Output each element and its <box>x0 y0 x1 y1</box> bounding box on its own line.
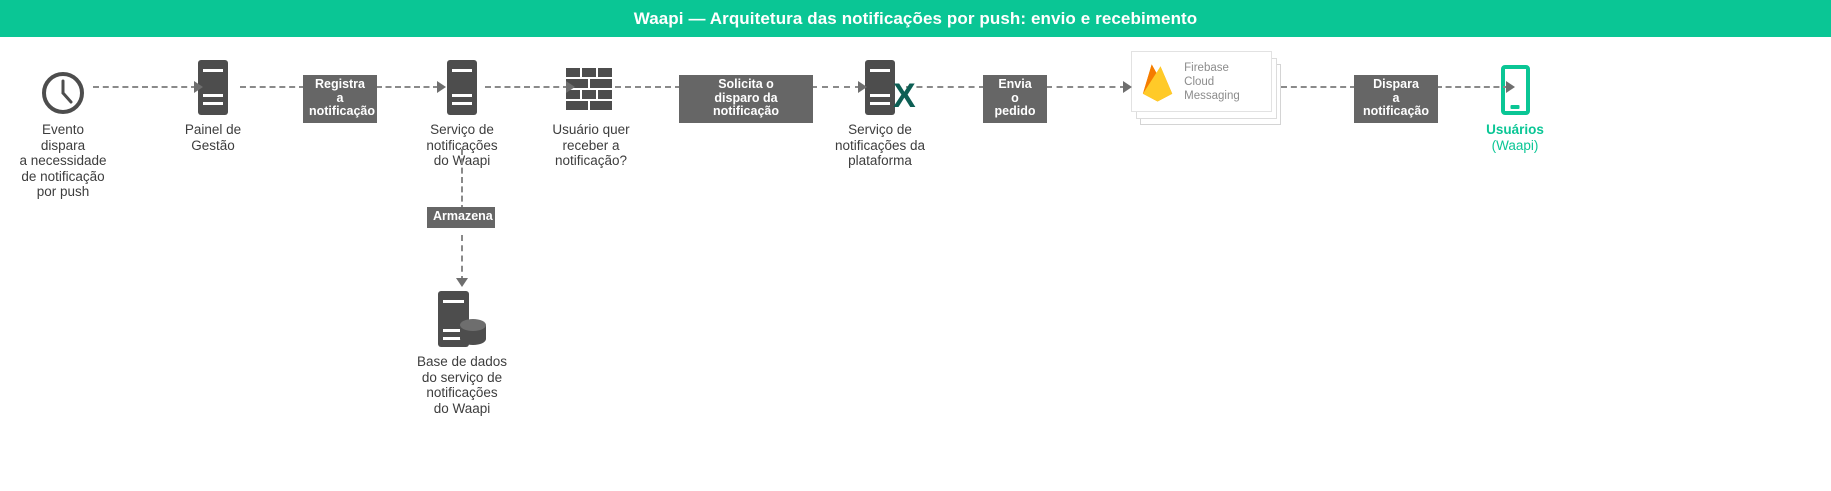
database-cylinder-icon <box>460 319 486 345</box>
brick-wall-icon <box>566 68 616 115</box>
phone-icon <box>1500 65 1530 115</box>
edge-dispara-usuarios <box>1436 86 1509 88</box>
server-icon-wrap-waapi <box>447 59 477 115</box>
arrowhead-usuarios <box>1506 81 1515 93</box>
edge-label-solicita: Solicita o disparo da notificação <box>679 75 813 123</box>
server-icon <box>447 60 477 115</box>
arrowhead-painel <box>194 81 203 93</box>
node-servico-plataforma[interactable]: Serviço de notificações da plataforma <box>830 59 930 169</box>
edge-registra-servico-waapi <box>376 86 439 88</box>
node-label-evento: Evento dispara a necessidade de notifica… <box>19 122 107 199</box>
node-firebase-cloud-messaging[interactable]: Firebase Cloud Messaging <box>1131 51 1281 125</box>
server-icon-wrap-plataforma <box>865 59 895 115</box>
arrowhead-servico-waapi <box>437 81 446 93</box>
arrowhead-usuario-quer <box>566 81 575 93</box>
diagram-canvas: Evento dispara a necessidade de notifica… <box>0 37 1831 491</box>
edge-servico-waapi-usuario <box>485 86 569 88</box>
edge-label-dispara: Dispara a notificação <box>1354 75 1438 123</box>
firebase-logo-icon <box>1142 63 1173 102</box>
edge-label-armazena: Armazena <box>427 207 495 228</box>
arrowhead-firebase <box>1123 81 1132 93</box>
edge-envia-firebase <box>1046 86 1126 88</box>
node-label-usuario-quer: Usuário quer receber a notificação? <box>552 122 630 168</box>
edge-solicita-plataforma <box>811 86 861 88</box>
node-label-usuarios: Usuários <box>1486 122 1544 137</box>
clock-icon-wrap <box>41 59 85 115</box>
node-label-servico-plataforma: Serviço de notificações da plataforma <box>834 122 926 168</box>
node-sublabel-usuarios: (Waapi) <box>1491 137 1539 153</box>
database-icon-wrap <box>438 289 486 347</box>
clock-icon <box>42 72 84 114</box>
server-icon-wrap-painel <box>198 59 228 115</box>
node-usuarios-waapi[interactable]: Usuários (Waapi) <box>1475 59 1555 153</box>
page-title: Waapi — Arquitetura das notificações por… <box>633 8 1198 28</box>
phone-icon-wrap <box>1500 59 1530 115</box>
edge-plataforma-envia <box>906 86 985 88</box>
database-icon <box>438 291 486 347</box>
firebase-card-label: Firebase Cloud Messaging <box>1184 61 1240 102</box>
x-mark-icon: X <box>893 77 916 115</box>
edge-evento-painel <box>93 86 197 88</box>
title-bar: Waapi — Arquitetura das notificações por… <box>0 0 1831 37</box>
edge-painel-registra <box>240 86 305 88</box>
firebase-card[interactable]: Firebase Cloud Messaging <box>1131 51 1272 112</box>
edge-armazena-database <box>461 235 463 282</box>
node-evento-dispara[interactable]: Evento dispara a necessidade de notifica… <box>18 59 108 200</box>
node-label-base-dados: Base de dados do serviço de notificações… <box>416 354 508 416</box>
edge-label-envia: Envia o pedido <box>983 75 1047 123</box>
node-usuario-quer-receber[interactable]: Usuário quer receber a notificação? <box>545 59 637 169</box>
edge-usuario-solicita <box>615 86 681 88</box>
arrowhead-database <box>456 278 468 287</box>
phone-home-button-icon <box>1510 105 1520 109</box>
server-icon <box>198 60 228 115</box>
node-painel-gestao[interactable]: Painel de Gestão <box>168 59 258 153</box>
edge-servico-armazena-top <box>461 149 463 211</box>
edge-label-registra: Registra a notificação <box>303 75 377 123</box>
server-icon <box>865 60 895 115</box>
brick-wall-icon-wrap <box>566 59 616 115</box>
edge-firebase-dispara <box>1281 86 1356 88</box>
firebase-card-stack: Firebase Cloud Messaging <box>1131 51 1281 125</box>
arrowhead-servico-plataforma <box>858 81 867 93</box>
node-label-painel: Painel de Gestão <box>184 122 242 153</box>
node-base-de-dados[interactable]: Base de dados do serviço de notificações… <box>415 289 509 416</box>
